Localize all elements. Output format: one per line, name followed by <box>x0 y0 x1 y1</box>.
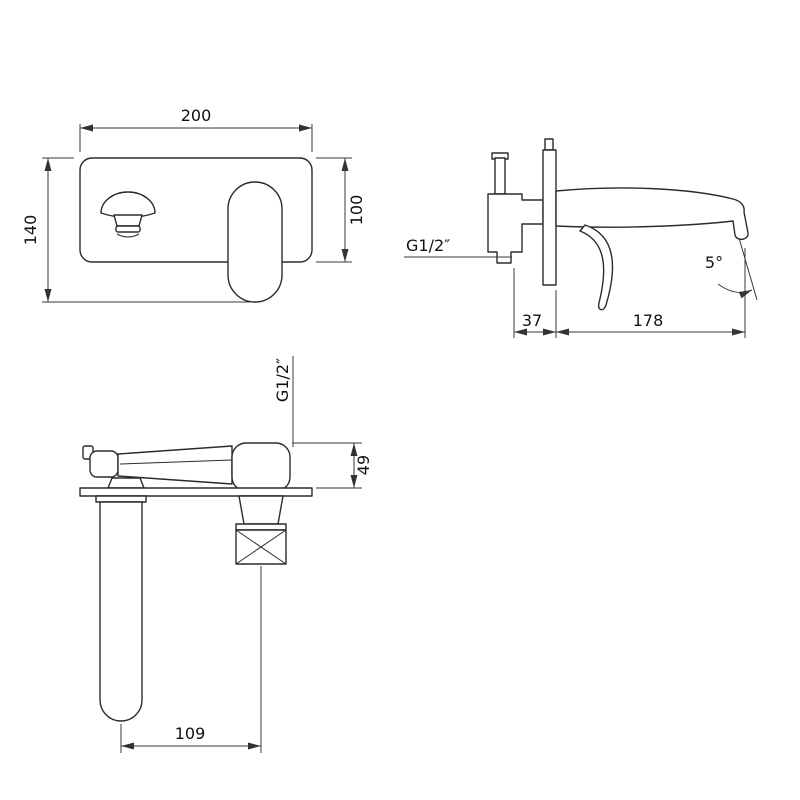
angle-arc <box>717 283 753 299</box>
handle-front <box>100 191 156 238</box>
dim-label-200: 200 <box>181 106 212 125</box>
spout-top <box>95 495 147 722</box>
dim-spout-reach: 178 <box>556 248 746 338</box>
thread-callout-top: G1/2″ <box>273 356 294 447</box>
front-view: 200 140 100 <box>21 106 366 303</box>
lever-knob-top <box>89 450 119 478</box>
valve-cross-2 <box>235 529 287 565</box>
dim-label-109: 109 <box>175 724 206 743</box>
thread-label-top: G1/2″ <box>273 358 292 402</box>
dim-label-49: 49 <box>354 455 373 475</box>
lever-arm-top <box>117 445 233 485</box>
angle-line <box>738 237 758 301</box>
spout-collar <box>95 495 147 503</box>
lever-pivot-base <box>107 477 145 489</box>
dim-body-height: 49 <box>292 442 373 489</box>
handle-neck <box>113 214 143 227</box>
handle-base <box>115 225 141 233</box>
spout-tube <box>99 501 143 722</box>
handle-base-curve <box>116 233 140 238</box>
dim-axis-offset: 109 <box>120 566 262 753</box>
wall-plate-side <box>542 149 557 286</box>
spout-side <box>555 187 749 240</box>
lever-top <box>82 445 233 489</box>
lever-arm-edge <box>119 459 233 465</box>
valve-body <box>487 193 544 264</box>
lever-side <box>579 224 614 311</box>
side-view: G1/2″ 37 178 5° <box>404 138 758 338</box>
wall-plate-front <box>79 157 313 263</box>
valve-top <box>235 495 287 565</box>
wall-plate-top <box>79 487 313 497</box>
dim-inlet-depth: 37 <box>513 268 557 338</box>
dim-width: 200 <box>79 106 313 152</box>
dim-total-height: 140 <box>21 157 250 303</box>
dim-label-140: 140 <box>21 215 40 246</box>
angle-callout: 5° <box>705 237 758 301</box>
valve-taper <box>238 495 284 525</box>
mixer-body-top <box>231 442 291 492</box>
dim-label-37: 37 <box>522 311 542 330</box>
valve-body-side <box>487 152 544 264</box>
thread-callout-side: G1/2″ <box>404 236 512 258</box>
dim-label-5deg: 5° <box>705 253 723 272</box>
inlet-pipe-top <box>494 157 506 195</box>
spout-escutcheon-front <box>227 181 283 303</box>
dim-label-100: 100 <box>347 195 366 226</box>
dim-label-178: 178 <box>633 311 664 330</box>
thread-label-side: G1/2″ <box>406 236 450 255</box>
top-view: G1/2″ 49 109 <box>79 356 373 753</box>
plate-tab <box>544 138 554 151</box>
dim-plate-height: 100 <box>316 157 366 263</box>
handle-dome <box>100 191 156 219</box>
valve-flange <box>235 523 287 531</box>
